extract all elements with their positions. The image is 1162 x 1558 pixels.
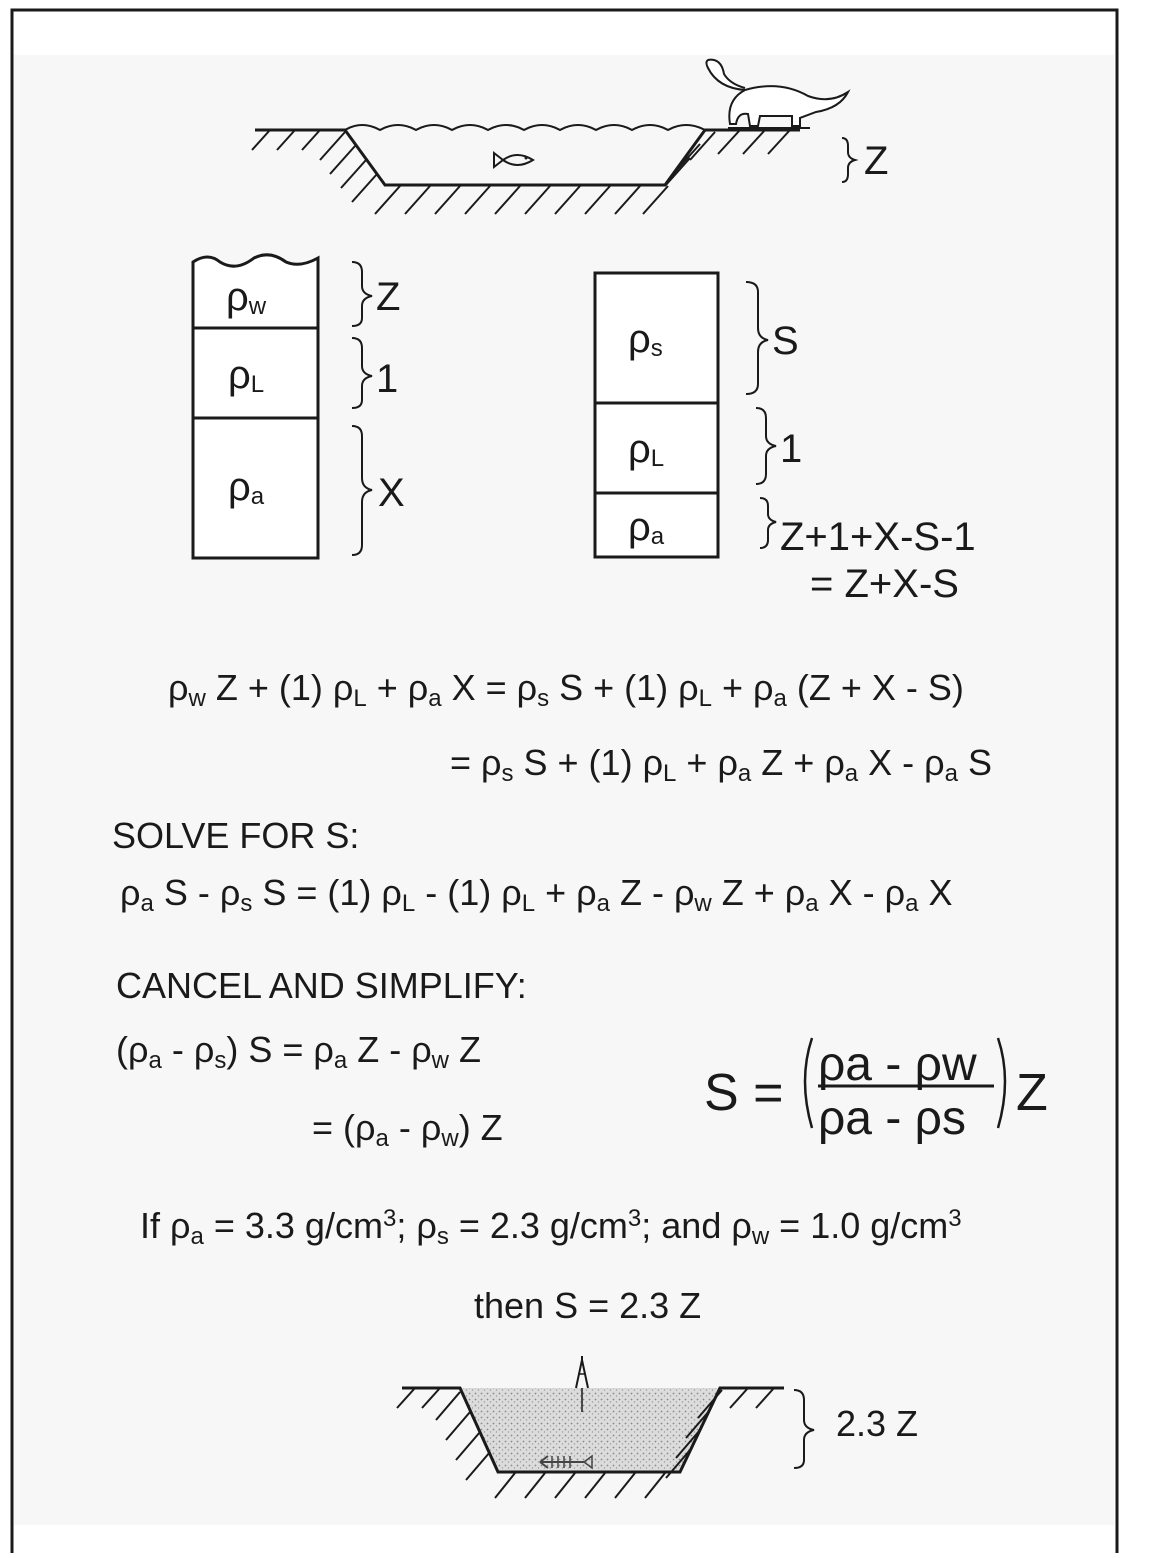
- bottom-depth-label: 2.3 Z: [836, 1403, 918, 1444]
- left-brace-2-label: 1: [376, 357, 398, 401]
- right-layer-1-label: ρs: [628, 317, 663, 362]
- oil-derrick-icon: [575, 1356, 589, 1412]
- equation-factored: = (ρa - ρw) Z: [312, 1107, 503, 1152]
- given-densities: If ρa = 3.3 g/cm3; ρs = 2.3 g/cm3; and ρ…: [140, 1205, 962, 1250]
- left-asthenosphere-layer: [191, 416, 320, 560]
- final-lhs: S =: [704, 1064, 784, 1122]
- right-brace-2-label: 1: [780, 427, 802, 471]
- cancel-heading: CANCEL AND SIMPLIFY:: [116, 965, 527, 1006]
- final-denominator: ρa - ρs: [818, 1092, 966, 1145]
- dinosaur-icon: [705, 58, 851, 129]
- water-surface: [344, 124, 706, 132]
- equation-balance: ρw Z + (1) ρL + ρa X = ρs S + (1) ρL + ρ…: [168, 667, 964, 712]
- ground-hatching-bottom-right: [665, 1387, 775, 1479]
- ground-hatching-bottom-left: [396, 1387, 491, 1481]
- right-brace-result: = Z+X-S: [810, 562, 959, 606]
- result-line: then S = 2.3 Z: [474, 1285, 701, 1326]
- right-paren: [996, 1037, 1007, 1129]
- left-brace-1: [351, 261, 373, 327]
- lake-basin-scene: Z: [251, 58, 888, 215]
- top-depth-label: Z: [864, 139, 888, 183]
- left-brace-1-label: Z: [376, 275, 400, 319]
- left-brace-2: [351, 337, 373, 409]
- brace-top-z: [841, 137, 859, 183]
- equation-expanded: = ρs S + (1) ρL + ρa Z + ρa X - ρa S: [450, 742, 992, 787]
- final-numerator: ρa - ρw: [818, 1038, 977, 1091]
- final-formula: S = ρa - ρw ρa - ρs Z: [704, 1037, 1048, 1145]
- left-lithosphere-layer: [191, 326, 320, 420]
- sediment-fill: [460, 1388, 720, 1472]
- filled-basin-scene: 2.3 Z: [396, 1356, 918, 1499]
- right-brace-3: [759, 497, 777, 549]
- basin-outline: [255, 128, 800, 187]
- right-lithosphere-layer: [593, 401, 720, 495]
- solve-heading: SOLVE FOR S:: [112, 815, 359, 856]
- ground-hatching-left: [251, 129, 378, 203]
- right-brace-1-label: S: [772, 319, 799, 363]
- ground-hatching-bottom: [374, 185, 669, 215]
- fish-icon: [493, 150, 535, 170]
- right-asthenosphere-layer: [593, 491, 720, 559]
- left-brace-3-label: X: [378, 471, 405, 515]
- right-column: ρs ρL ρa S 1 Z+1+X-S-1 = Z+X-S: [593, 271, 976, 606]
- right-layer-2-label: ρL: [628, 427, 664, 472]
- final-rhs: Z: [1016, 1064, 1048, 1122]
- right-layer-3-label: ρa: [628, 505, 665, 550]
- brace-bottom: [793, 1389, 815, 1469]
- equation-simplify: (ρa - ρs) S = ρa Z - ρw Z: [116, 1029, 481, 1074]
- right-brace-2: [755, 407, 777, 485]
- ground-hatching-right: [664, 129, 791, 187]
- figure-frame: [10, 8, 1119, 1553]
- ground-hatching-bottom-base: [494, 1472, 666, 1499]
- right-sediment-layer: [593, 271, 720, 405]
- left-water-layer: [191, 253, 320, 328]
- right-brace-3-label: Z+1+X-S-1: [780, 515, 976, 559]
- basin-outline-bottom: [402, 1386, 784, 1474]
- left-layer-1-label: ρw: [226, 275, 267, 320]
- left-paren: [803, 1037, 814, 1129]
- left-brace-3: [351, 425, 373, 556]
- left-layer-2-label: ρL: [228, 353, 264, 398]
- fish-fossil-icon: [539, 1454, 593, 1470]
- equation-solve: ρa S - ρs S = (1) ρL - (1) ρL + ρa Z - ρ…: [120, 872, 953, 917]
- left-layer-3-label: ρa: [228, 465, 265, 510]
- left-column: ρw ρL ρa Z 1 X: [191, 253, 405, 560]
- right-brace-1: [745, 281, 769, 395]
